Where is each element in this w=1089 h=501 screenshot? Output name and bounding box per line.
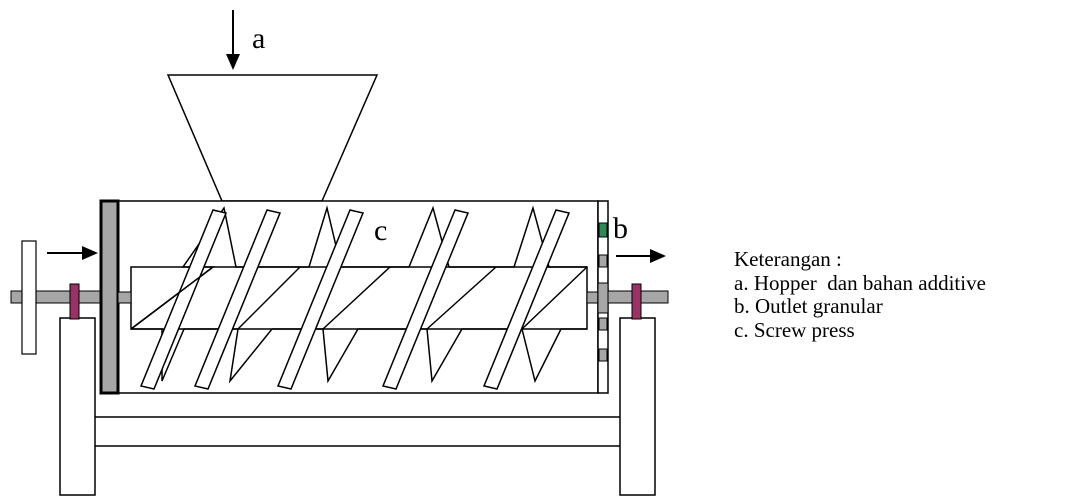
legend: Keterangan : a. Hopper dan bahan additiv… bbox=[734, 247, 986, 342]
input-arrow-a bbox=[226, 10, 240, 70]
right-shaft bbox=[597, 282, 669, 320]
hopper bbox=[166, 74, 379, 202]
left-end-plate bbox=[99, 199, 120, 395]
label-a: a bbox=[252, 22, 265, 55]
label-c: c bbox=[374, 214, 387, 247]
core-stub-right bbox=[586, 291, 599, 304]
legend-item-a: a. Hopper dan bahan additive bbox=[734, 270, 986, 295]
outlet-slot-highlight bbox=[598, 222, 608, 238]
legend-title: Keterangan : bbox=[734, 247, 842, 271]
output-arrow-b bbox=[616, 249, 666, 263]
support-frame bbox=[59, 317, 656, 496]
left-arrow bbox=[47, 246, 98, 260]
legend-item-b: b. Outlet granular bbox=[734, 294, 883, 318]
left-shaft bbox=[10, 240, 119, 355]
handwheel bbox=[21, 240, 37, 355]
label-b: b bbox=[613, 212, 628, 245]
right-bolt bbox=[631, 283, 642, 320]
left-bolt bbox=[69, 283, 80, 320]
screw-flights bbox=[130, 205, 588, 390]
core-stub-left bbox=[117, 291, 132, 304]
legend-item-c: c. Screw press bbox=[734, 317, 855, 342]
